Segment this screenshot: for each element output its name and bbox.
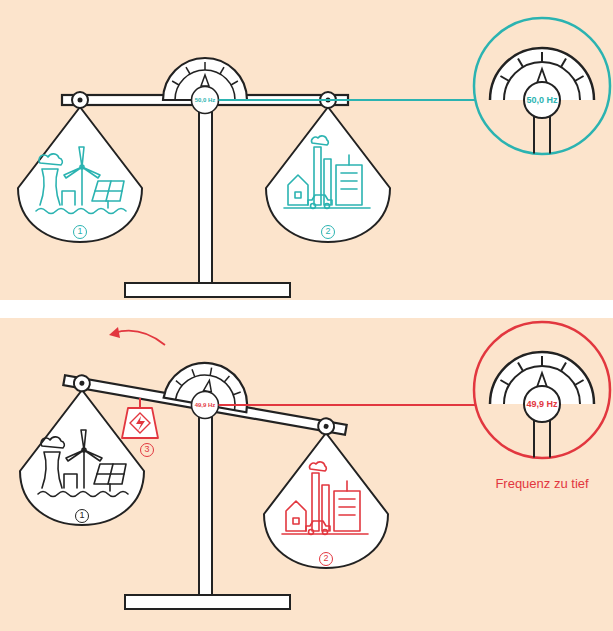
tilted-scale-part — [20, 390, 144, 525]
balanced-scale-part — [284, 136, 370, 209]
gauge-tick — [575, 76, 584, 81]
tilted-scale — [20, 339, 388, 609]
gauge-tick — [541, 356, 543, 366]
zoom-outline — [472, 320, 612, 460]
balanced-scale-part — [18, 107, 142, 242]
callout-number: 3 — [140, 443, 154, 457]
zoom-outline — [472, 16, 612, 156]
leader-line — [219, 404, 476, 406]
balanced-scale — [18, 58, 390, 297]
rotation-arrow-part — [109, 327, 120, 338]
gauge-pointer — [537, 373, 547, 387]
warning-text: Frequenz zu tief — [452, 476, 613, 492]
gauge-tick — [518, 58, 523, 67]
gauge-tick — [541, 52, 543, 62]
gauge-tick — [518, 362, 523, 371]
gauge-tick — [561, 362, 566, 371]
callout-number: 1 — [75, 509, 89, 523]
frequency-reading: 50,0 Hz — [190, 85, 220, 115]
gauge-pointer — [537, 69, 547, 83]
tilted-scale-part — [38, 430, 128, 497]
tilted-scale-part — [282, 462, 368, 535]
zoom-circle: 49,9 HzFrequenz zu tief — [472, 320, 612, 460]
balanced-scale-part — [125, 283, 290, 297]
zoom-circle: 50,0 Hz — [472, 16, 612, 156]
tilted-scale-part — [63, 339, 353, 438]
panel-background — [0, 0, 613, 300]
gauge-tick — [575, 380, 584, 385]
balanced-scale-part — [36, 147, 126, 214]
extra-load-weight-part — [130, 413, 150, 433]
tilted-scale-part — [199, 405, 212, 597]
leader-line — [219, 99, 476, 101]
extra-load-weight-part — [139, 398, 141, 408]
tilted-scale-part — [125, 595, 290, 609]
gauge-tick — [500, 380, 509, 385]
frequency-reading: 50,0 Hz — [472, 94, 612, 106]
gauge-tick — [500, 76, 509, 81]
frequency-reading: 49,9 Hz — [472, 398, 612, 410]
gauge-pole — [534, 420, 550, 458]
callout-number: 2 — [319, 552, 333, 566]
extra-load-weight-part — [136, 416, 145, 431]
frequency-gauge: 50,0 Hz — [190, 85, 220, 115]
balanced-scale-part — [266, 107, 390, 242]
callout-number: 1 — [73, 225, 87, 239]
gauge-pole — [534, 116, 550, 154]
frequency-gauge: 49,9 Hz — [190, 390, 220, 420]
gauge-tick — [561, 58, 566, 67]
tilted-scale-part — [264, 433, 388, 568]
balanced-scale-part — [199, 100, 212, 285]
callout-number: 2 — [321, 225, 335, 239]
frequency-reading: 49,9 Hz — [190, 390, 220, 420]
rotation-arrow-part — [114, 331, 165, 345]
extra-load-weight-part — [122, 408, 158, 438]
rotation-arrow — [109, 327, 165, 345]
extra-load-weight — [122, 398, 158, 438]
zoom-circle-outline — [474, 18, 610, 154]
zoom-circle-outline — [474, 322, 610, 458]
panel-background — [0, 318, 613, 631]
